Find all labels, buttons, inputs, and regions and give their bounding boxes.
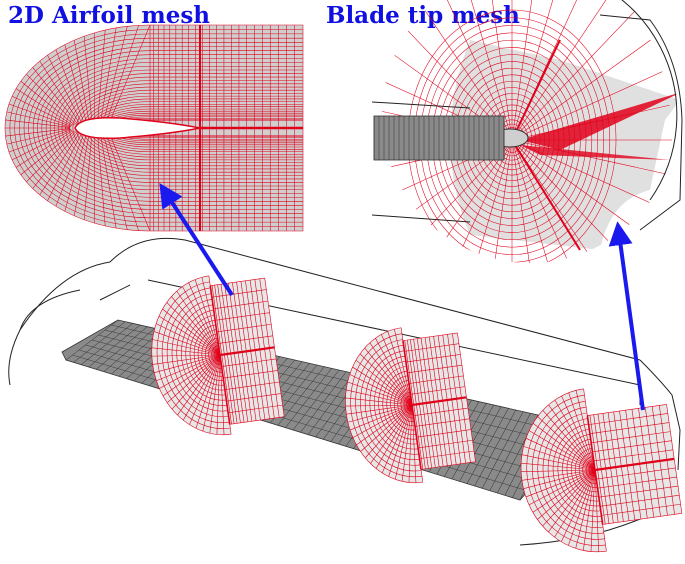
blade-tip-mesh-title: Blade tip mesh	[326, 2, 520, 29]
blade-section-mesh-tip	[520, 388, 683, 553]
blade-section-mesh-mid	[345, 327, 476, 484]
blade-tip-mesh-inset	[371, 0, 683, 263]
arrow-to-tip-inset	[608, 221, 645, 411]
blade-surface-mesh	[61, 319, 566, 501]
airfoil-mesh-inset	[4, 24, 304, 232]
blade-section-mesh-root	[151, 275, 285, 436]
airfoil-mesh-title: 2D Airfoil mesh	[8, 2, 211, 29]
arrow-to-airfoil-inset	[159, 182, 234, 297]
